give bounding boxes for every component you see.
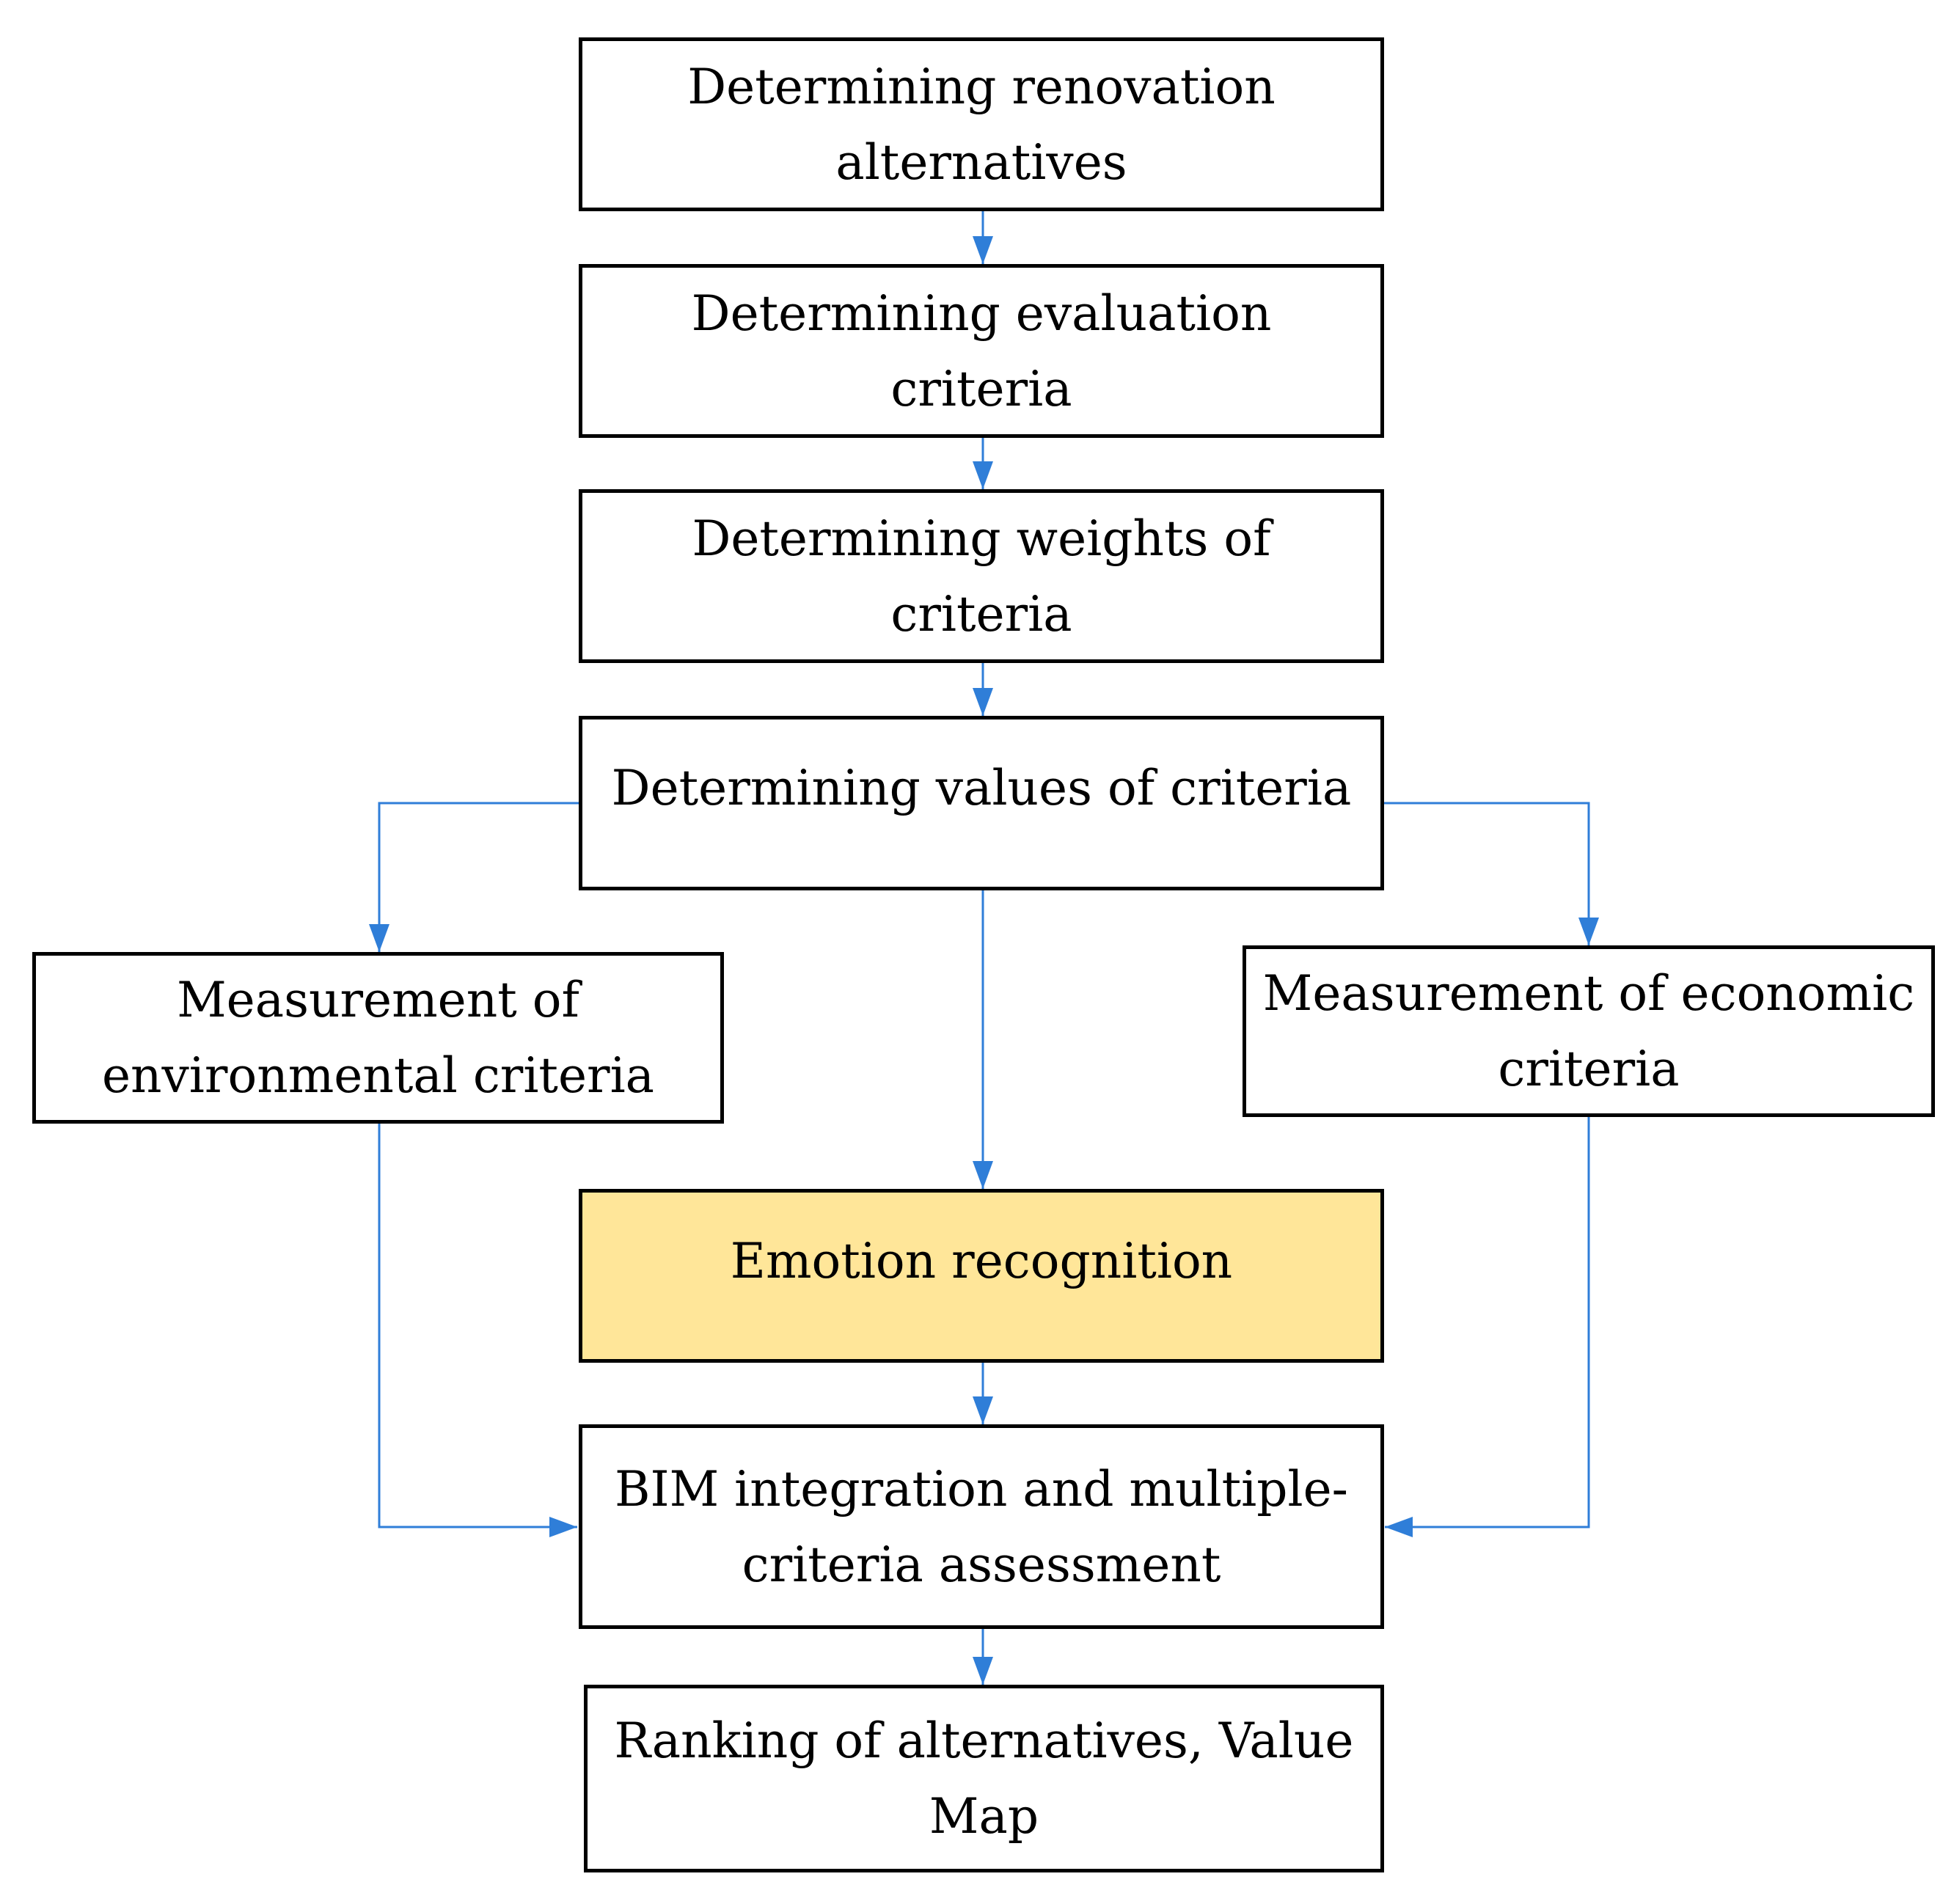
node-renovation-alternatives-label: Determining renovation alternatives <box>687 58 1276 191</box>
node-emotion-recognition-label: Emotion recognition <box>730 1233 1233 1289</box>
arrow-values-to-environmental <box>369 802 579 952</box>
node-weights-of-criteria: Determining weights of criteria <box>579 489 1384 663</box>
node-bim-integration-label: BIM integration and multiple-criteria as… <box>615 1460 1348 1593</box>
node-environmental-criteria: Measurement of environmental criteria <box>32 952 724 1124</box>
node-bim-integration: BIM integration and multiple-criteria as… <box>579 1424 1384 1629</box>
node-emotion-recognition: Emotion recognition <box>579 1189 1384 1363</box>
node-economic-criteria-label: Measurement of economic criteria <box>1262 965 1915 1097</box>
arrow-economic-to-bim <box>1385 1116 1590 1537</box>
node-evaluation-criteria: Determining evaluation criteria <box>579 264 1384 438</box>
node-values-of-criteria: Determining values of criteria <box>579 716 1384 890</box>
node-ranking-label: Ranking of alternatives, Value Map <box>614 1713 1354 1845</box>
node-economic-criteria: Measurement of economic criteria <box>1243 945 1935 1117</box>
arrow-environmental-to-bim <box>378 1124 577 1537</box>
node-weights-of-criteria-label: Determining weights of criteria <box>692 510 1271 642</box>
node-environmental-criteria-label: Measurement of environmental criteria <box>101 972 655 1104</box>
node-ranking: Ranking of alternatives, Value Map <box>584 1685 1384 1872</box>
node-evaluation-criteria-label: Determining evaluation criteria <box>691 285 1272 417</box>
node-values-of-criteria-label: Determining values of criteria <box>611 760 1352 816</box>
arrow-values-to-economic <box>1384 802 1599 945</box>
node-renovation-alternatives: Determining renovation alternatives <box>579 37 1384 211</box>
